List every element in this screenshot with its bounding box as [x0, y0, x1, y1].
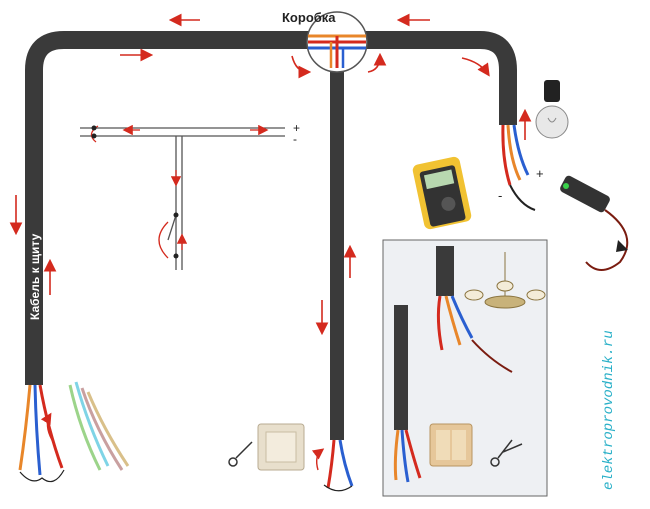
voltage-tester: [509, 175, 629, 271]
double-switch-symbol-icon: [490, 439, 523, 467]
wall-switch: [257, 423, 305, 471]
junction-box: [306, 11, 368, 73]
meter-plus: +: [536, 166, 544, 181]
schematic: [80, 124, 285, 270]
flow-arrows: [9, 13, 532, 336]
panel-cable-label: Кабель к щиту: [28, 233, 42, 320]
right-cable: [358, 31, 517, 125]
middle-cable: [330, 60, 344, 440]
meter-minus: -: [498, 188, 502, 203]
switch-symbol-icon: [228, 441, 253, 467]
chandelier-icon: [464, 252, 546, 309]
schematic-nodes: [91, 125, 179, 259]
double-switch: [429, 423, 473, 467]
main-cable: [25, 31, 320, 385]
loose-wires: [68, 381, 130, 471]
left-wire-ends: [18, 384, 65, 483]
inset-panel: [382, 239, 548, 497]
site-watermark: elektroprovodnik.ru: [601, 330, 617, 490]
schematic-plus: +: [293, 121, 300, 135]
light-bulb-icon: [535, 80, 569, 139]
multimeter: [412, 156, 472, 230]
box-label: Коробка: [282, 10, 336, 25]
right-wire-ends: [501, 124, 530, 186]
middle-wire-ends: [311, 439, 354, 492]
schematic-minus: -: [293, 132, 297, 146]
